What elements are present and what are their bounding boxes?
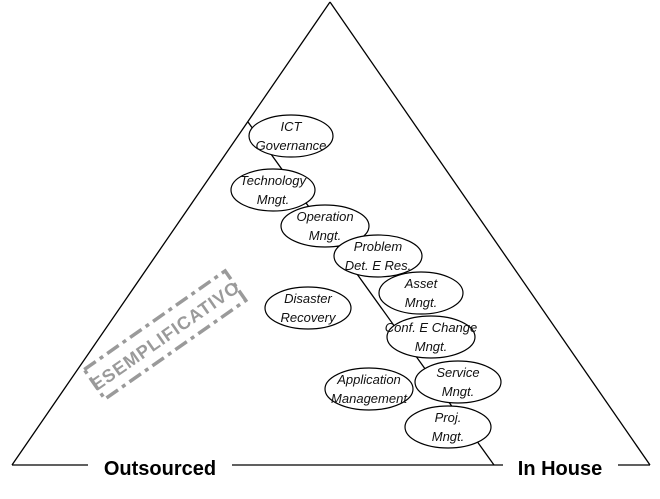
node-label-line2: Mngt.	[415, 339, 448, 354]
node-label-line2: Governance	[256, 138, 327, 153]
node-asset-mngt: Asset Mngt.	[378, 271, 464, 315]
node-conf-change-mngt: Conf. E Change Mngt.	[385, 315, 478, 359]
node-ict-governance: ICT Governance	[248, 114, 334, 158]
stamp: ESEMPLIFICATIVO	[81, 268, 249, 402]
node-label-line1: Problem	[354, 239, 403, 254]
node-label-line1: Technology	[240, 173, 308, 188]
node-problem-det: Problem Det. E Res.	[333, 234, 423, 278]
node-label-line2: Mngt.	[257, 192, 290, 207]
label-outsourced: Outsourced	[104, 458, 216, 480]
node-label-line2: Management	[331, 391, 408, 406]
node-label-line1: Application	[336, 372, 401, 387]
node-application-management: Application Management	[324, 367, 414, 411]
node-label-line2: Mngt.	[442, 384, 475, 399]
node-label-line1: Proj.	[435, 410, 462, 425]
node-service-mngt: Service Mngt.	[414, 360, 502, 404]
node-label-line1: Conf. E Change	[385, 320, 478, 335]
node-label-line1: Operation	[296, 209, 353, 224]
stamp-text: ESEMPLIFICATIVO	[87, 277, 243, 395]
triangle-right-side	[329, 1, 651, 466]
triangle-left-side	[11, 1, 331, 466]
node-label-line2: Mngt.	[309, 228, 342, 243]
node-label-line2: Det. E Res.	[345, 258, 411, 273]
node-proj-mngt: Proj. Mngt.	[404, 405, 492, 449]
node-label-line2: Mngt.	[432, 429, 465, 444]
node-label-line2: Recovery	[281, 310, 337, 325]
node-label-line1: Service	[436, 365, 479, 380]
node-label-line1: Asset	[404, 276, 439, 291]
node-disaster-recovery: Disaster Recovery	[264, 286, 352, 330]
node-label-line1: Disaster	[284, 291, 332, 306]
node-operation-mngt: Operation Mngt.	[280, 204, 370, 248]
label-in-house: In House	[518, 458, 602, 480]
node-label-line1: ICT	[281, 119, 303, 134]
node-label-line2: Mngt.	[405, 295, 438, 310]
node-technology-mngt: Technology Mngt.	[230, 168, 316, 212]
